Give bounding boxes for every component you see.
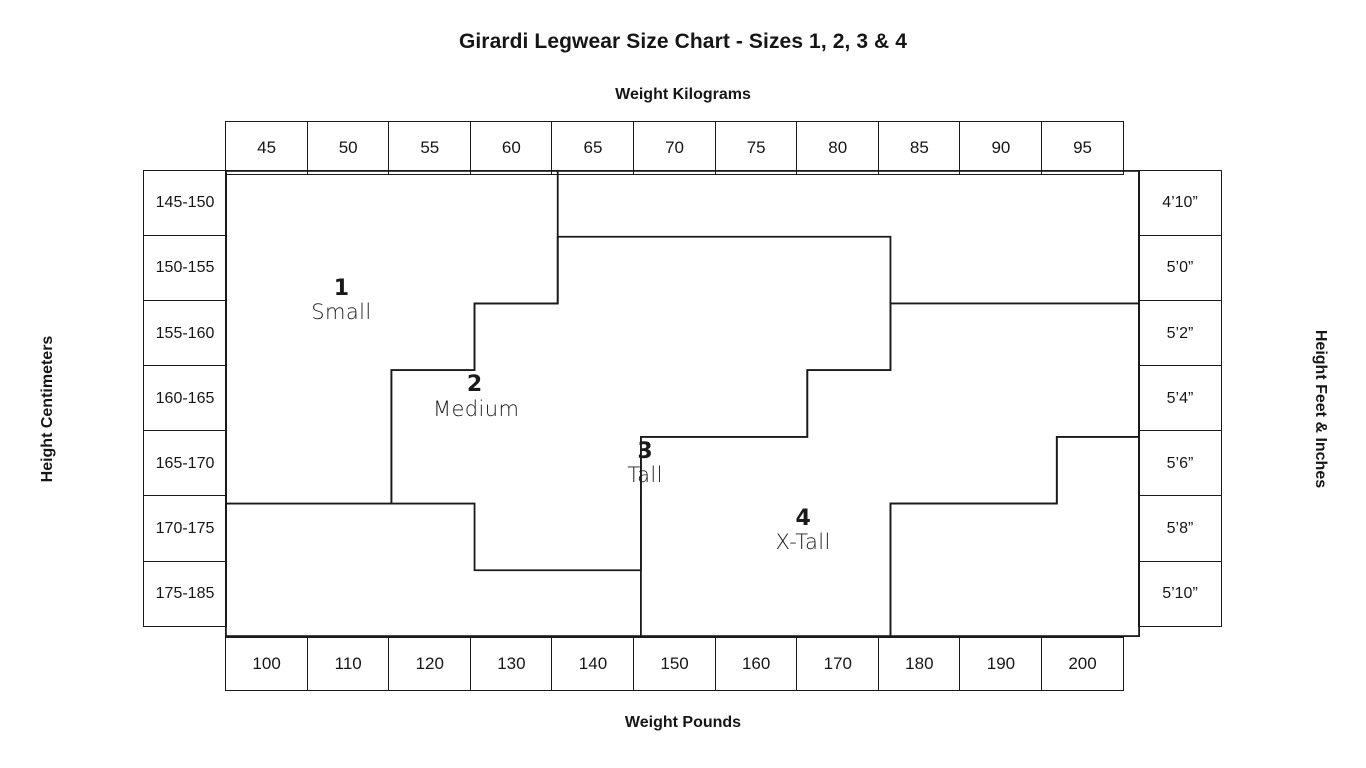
cm-tick-2: 155-160 bbox=[143, 300, 227, 367]
ft-tick-6: 5’10” bbox=[1138, 560, 1222, 628]
cm-tick-1: 150-155 bbox=[143, 235, 227, 302]
right-axis-caption: Height Feet & Inches bbox=[1312, 329, 1329, 489]
region-outline-4 bbox=[889, 435, 1140, 637]
ft-tick-0: 4’10” bbox=[1138, 170, 1222, 237]
kg-tick-9: 90 bbox=[959, 121, 1043, 175]
lb-tick-2: 120 bbox=[388, 637, 472, 691]
cm-tick-5: 170-175 bbox=[143, 495, 227, 563]
lb-tick-5: 150 bbox=[632, 637, 717, 691]
lb-tick-0: 100 bbox=[225, 637, 309, 691]
kg-tick-7: 80 bbox=[796, 121, 880, 175]
lb-tick-9: 190 bbox=[959, 637, 1043, 691]
lb-tick-6: 160 bbox=[714, 637, 798, 691]
lb-tick-8: 180 bbox=[877, 637, 961, 691]
lb-tick-4: 140 bbox=[551, 637, 635, 691]
kg-tick-6: 75 bbox=[714, 121, 798, 175]
kg-tick-8: 85 bbox=[877, 121, 961, 175]
kg-tick-10: 95 bbox=[1040, 121, 1125, 175]
kg-tick-3: 60 bbox=[469, 121, 553, 175]
lb-tick-10: 200 bbox=[1040, 637, 1125, 691]
ft-tick-5: 5’8” bbox=[1138, 495, 1222, 563]
kg-tick-4: 65 bbox=[551, 121, 635, 175]
height-feet-inches-axis: 4’10”5’0”5’2”5’4”5’6”5’8”5’10” bbox=[1138, 170, 1222, 628]
cm-tick-4: 165-170 bbox=[143, 430, 227, 498]
cm-tick-0: 145-150 bbox=[143, 170, 227, 237]
ft-tick-4: 5’6” bbox=[1138, 430, 1222, 498]
bottom-axis-caption: Weight Pounds bbox=[624, 714, 742, 731]
lb-tick-1: 110 bbox=[306, 637, 390, 691]
kg-tick-2: 55 bbox=[388, 121, 472, 175]
cm-tick-6: 175-185 bbox=[143, 560, 227, 628]
kg-tick-0: 45 bbox=[225, 121, 309, 175]
kg-tick-1: 50 bbox=[306, 121, 390, 175]
ft-tick-3: 5’4” bbox=[1138, 365, 1222, 432]
cm-tick-3: 160-165 bbox=[143, 365, 227, 432]
top-axis-caption: Weight Kilograms bbox=[615, 86, 751, 103]
kg-tick-5: 70 bbox=[632, 121, 717, 175]
lb-tick-3: 130 bbox=[469, 637, 553, 691]
left-axis-caption: Height Centimeters bbox=[39, 335, 56, 483]
ft-tick-2: 5’2” bbox=[1138, 300, 1222, 367]
page-title: Girardi Legwear Size Chart - Sizes 1, 2,… bbox=[458, 30, 908, 53]
lb-tick-7: 170 bbox=[796, 637, 880, 691]
plot-border bbox=[225, 170, 1140, 637]
region-outlines bbox=[225, 170, 1140, 637]
ft-tick-1: 5’0” bbox=[1138, 235, 1222, 302]
